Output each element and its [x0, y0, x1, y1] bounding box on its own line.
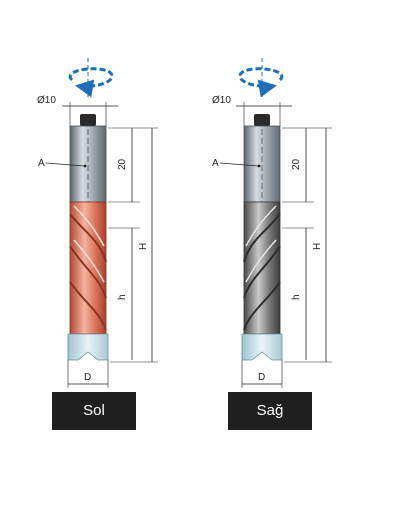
- total-length-label: H: [138, 243, 149, 250]
- left-tool-label: Sol: [52, 392, 136, 430]
- flute-length-label: h: [117, 294, 128, 300]
- diameter-dimension: D: [241, 360, 283, 388]
- shank-label-a: A: [212, 158, 219, 169]
- rotation-arrow-icon: [68, 58, 114, 98]
- shank-length-dimension: 20: [108, 127, 140, 203]
- diameter-dimension: D: [67, 360, 109, 388]
- shank: [243, 125, 281, 203]
- shank-diameter-dimension: Ø10: [212, 95, 292, 126]
- total-length-dimension: H: [110, 127, 158, 363]
- shank-diameter-label: Ø10: [212, 95, 231, 106]
- shank-label-a: A: [38, 158, 45, 169]
- right-tool-label: Sağ: [228, 392, 312, 430]
- diameter-label: D: [258, 372, 265, 383]
- shank: [69, 125, 107, 203]
- total-length-dimension: H: [284, 127, 332, 363]
- shank-length-dimension: 20: [282, 127, 314, 203]
- rotation-arrow-icon: [238, 58, 284, 98]
- shank-diameter-label: Ø10: [37, 95, 56, 106]
- flute-body: [243, 201, 281, 335]
- tip: [67, 333, 109, 361]
- shank-length-label: 20: [291, 158, 302, 170]
- tip: [241, 333, 283, 361]
- total-length-label: H: [312, 243, 323, 250]
- shank-length-label: 20: [117, 158, 128, 170]
- shank-diameter-dimension: Ø10: [37, 95, 118, 126]
- flute-body: [69, 201, 107, 335]
- shank-pointer: A: [38, 158, 87, 169]
- diameter-label: D: [84, 372, 91, 383]
- left-tool: Ø10 A 20: [37, 58, 158, 388]
- flute-length-dimension: h: [282, 227, 314, 360]
- flute-length-label: h: [291, 294, 302, 300]
- right-tool: Ø10 A 20 h: [212, 58, 332, 388]
- flute-length-dimension: h: [108, 227, 140, 360]
- shank-pointer: A: [212, 158, 261, 169]
